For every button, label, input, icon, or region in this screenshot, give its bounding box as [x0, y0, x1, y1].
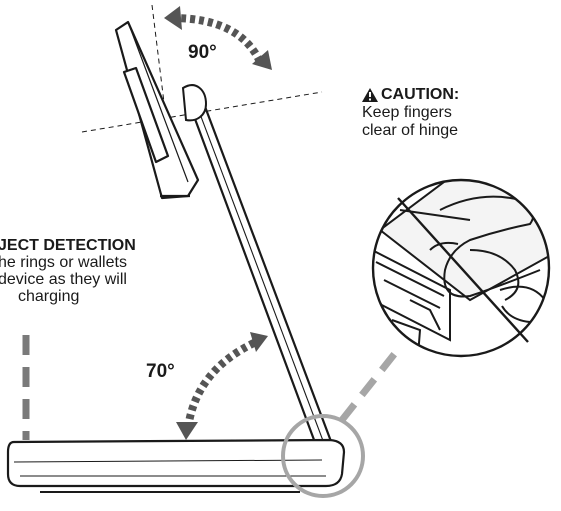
charging-pad	[114, 20, 200, 200]
caution-line-2: clear of hinge	[362, 122, 459, 139]
prohibition-slash-icon	[397, 197, 529, 343]
caution-line-1: Keep fingers	[362, 104, 452, 121]
caution-note: CAUTION: Keep fingers clear of hinge	[362, 86, 459, 140]
stand-base	[6, 438, 346, 493]
hinge-knob	[181, 84, 208, 122]
zoom-guide-line	[339, 344, 403, 423]
hinge-zoom-view	[371, 178, 551, 358]
detection-line-1: he rings or wallets	[0, 254, 127, 271]
detection-title: JECT DETECTION	[0, 237, 136, 254]
stand-column	[183, 86, 337, 458]
warning-triangle-icon	[362, 88, 378, 102]
rotation-arrow-top	[164, 6, 272, 70]
detection-line-3: charging	[18, 288, 80, 305]
caution-title: CAUTION:	[381, 86, 460, 103]
hinge-highlight-ring	[281, 414, 365, 498]
rotation-arrow-bottom	[176, 332, 268, 440]
angle-label-top: 90°	[188, 42, 217, 63]
detection-note: JECT DETECTION he rings or wallets devic…	[0, 237, 136, 305]
angle-label-bottom: 70°	[146, 361, 175, 382]
detection-line-2: device as they will	[0, 271, 127, 288]
